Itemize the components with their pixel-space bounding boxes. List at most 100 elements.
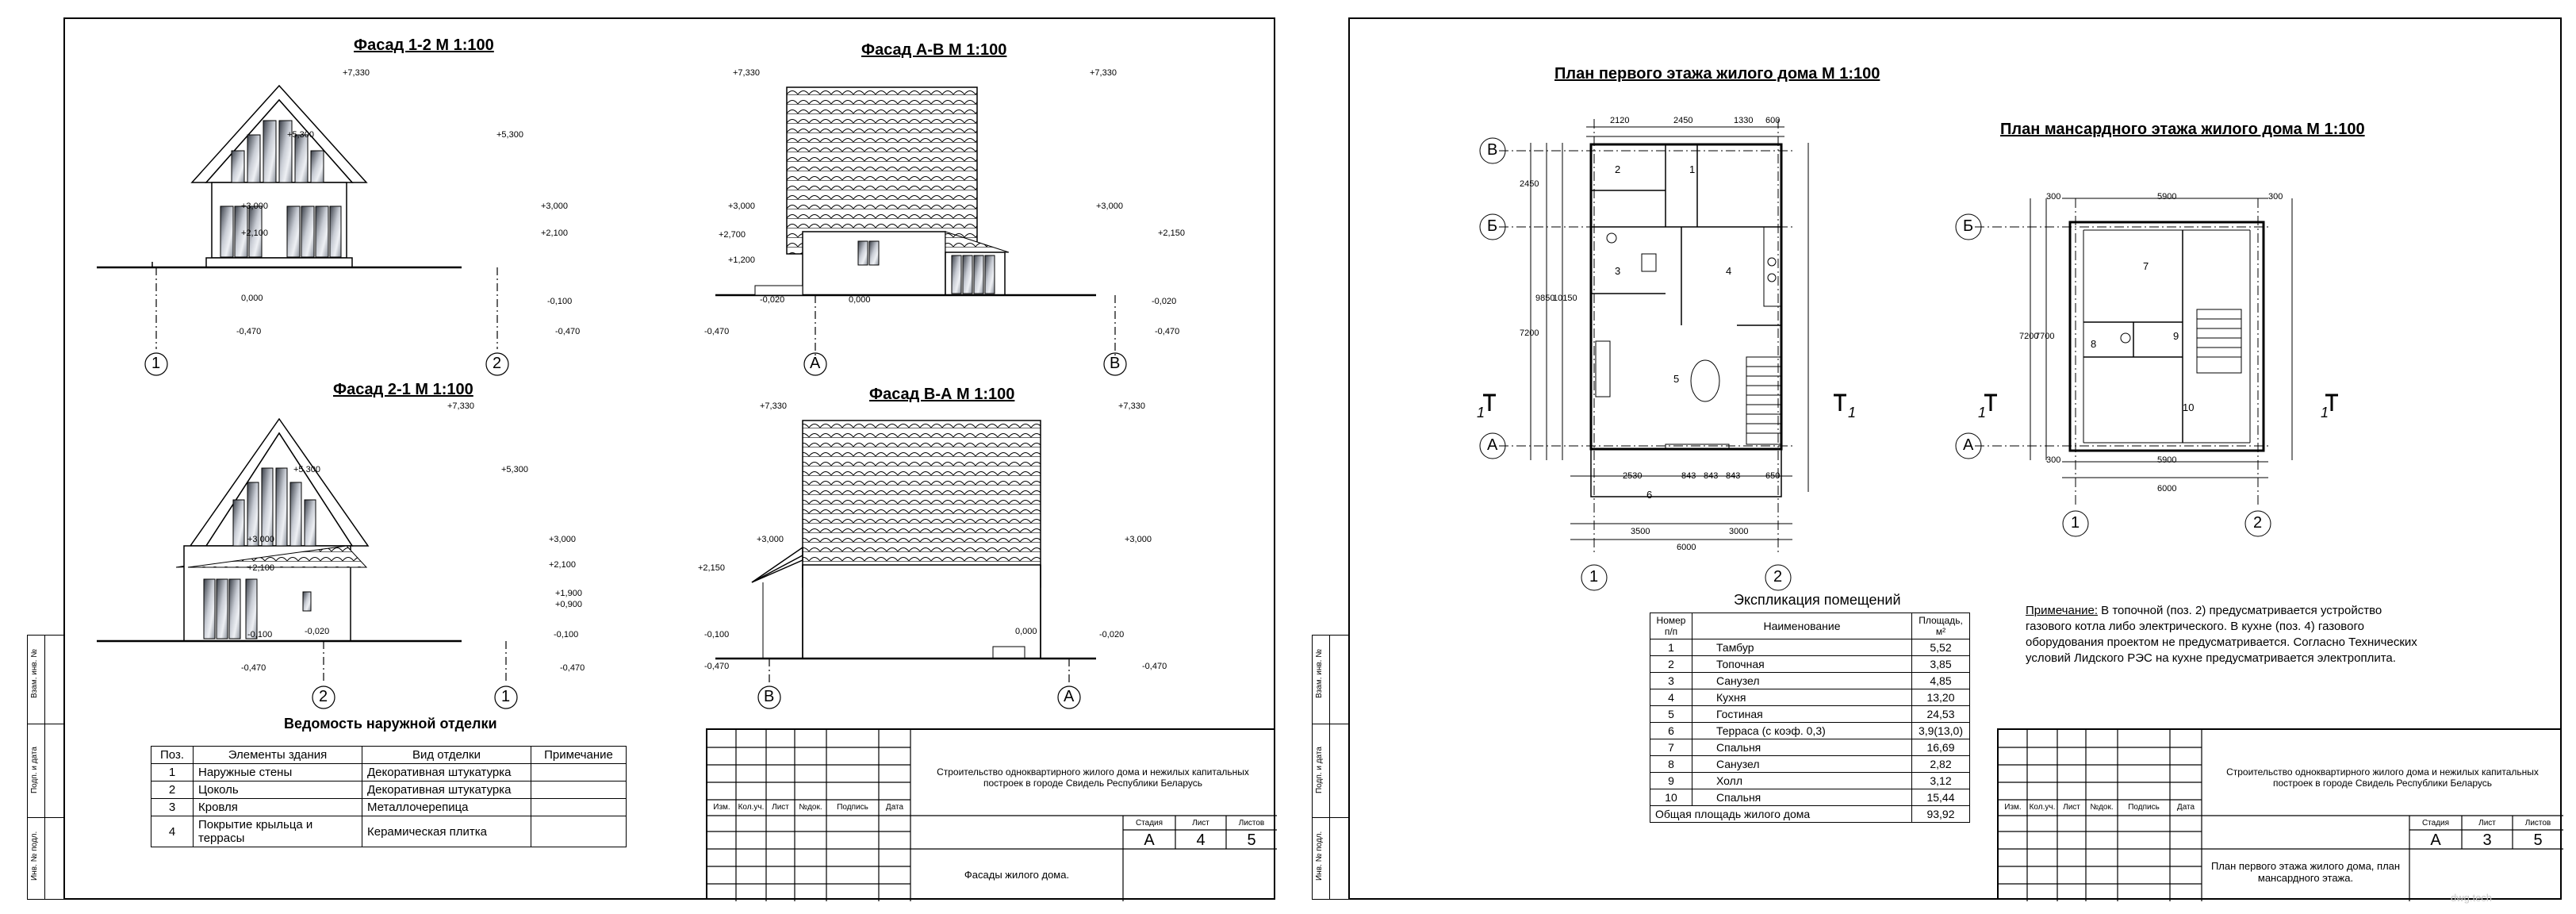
room-number: 1 (1689, 163, 1696, 175)
room-number: 6 (1646, 489, 1653, 501)
room-number: 9 (2173, 330, 2179, 342)
plan2-axis-a: А (1963, 436, 1974, 454)
room-number: 3 (1615, 265, 1621, 277)
level-mark: -0,470 (704, 662, 730, 671)
level-mark: -0,470 (1142, 662, 1167, 671)
level-mark: -0,020 (1099, 630, 1125, 639)
level-mark: +2,150 (698, 563, 725, 573)
level-mark: +7,330 (733, 68, 760, 78)
finish-header: Элементы здания (193, 746, 362, 764)
level-mark: +3,000 (728, 202, 755, 211)
section-mark: 1 (2321, 405, 2329, 421)
table-row: 3 Кровля Металлочерепица (151, 798, 627, 816)
level-mark: +5,300 (501, 465, 528, 474)
level-mark: -0,470 (241, 663, 266, 673)
room-number: 7 (2143, 260, 2149, 272)
level-mark: 0,000 (1015, 627, 1037, 636)
drawing-name: План первого этажа жилого дома, план ман… (2210, 860, 2401, 884)
level-mark: -0,020 (1152, 297, 1177, 306)
level-mark: +5,300 (293, 465, 320, 474)
level-mark: +3,000 (541, 202, 568, 211)
facade-12-title: Фасад 1-2 М 1:100 (354, 36, 494, 54)
plan1-axis-v: В (1487, 141, 1498, 159)
side-label-1: Взам. инв. № (30, 649, 39, 698)
level-mark: +5,300 (287, 130, 314, 140)
side-label-3: Инв. № подл. (30, 831, 39, 881)
axis-f12-1: 1 (151, 355, 161, 372)
level-mark: -0,470 (560, 663, 585, 673)
level-mark: +7,330 (343, 68, 370, 78)
level-mark: +7,330 (1090, 68, 1117, 78)
level-mark: +7,330 (760, 401, 787, 411)
level-mark: +3,000 (549, 535, 576, 544)
level-mark: +0,900 (555, 600, 582, 609)
level-mark: 0,000 (849, 295, 871, 305)
right-side-strip (1312, 635, 1350, 900)
table-row: 4 Покрытие крыльца и террасы Керамическа… (151, 816, 627, 847)
level-mark: +7,330 (1118, 401, 1145, 411)
plan1-title: План первого этажа жилого дома М 1:100 (1554, 65, 1880, 83)
level-mark: +3,000 (757, 535, 784, 544)
facade-ba-title: Фасад В-А М 1:100 (869, 386, 1015, 403)
section-mark: 1 (1848, 405, 1857, 421)
level-mark: +2,100 (247, 563, 274, 573)
level-mark: -0,100 (547, 297, 573, 306)
level-mark: +2,150 (1158, 228, 1185, 238)
right-sheet (1348, 17, 2562, 900)
stage-value: А (1144, 831, 1155, 849)
plan1-axis-b: Б (1487, 217, 1498, 235)
stage-value: А (2430, 831, 2441, 849)
project-name: Строительство одноквартирного жилого дом… (2226, 766, 2539, 789)
facade-21-title: Фасад 2-1 М 1:100 (333, 381, 473, 398)
level-mark: +3,000 (1125, 535, 1152, 544)
facade-ba (715, 420, 1096, 660)
plan1-axis-2: 2 (1773, 568, 1783, 586)
plan1-axis-1: 1 (1589, 568, 1599, 586)
level-mark: +3,000 (241, 202, 268, 211)
sheet-value: 4 (1196, 831, 1206, 849)
facade-12 (97, 84, 462, 269)
level-mark: -0,470 (704, 327, 730, 336)
finish-header: Примечание (531, 746, 627, 764)
level-mark: -0,470 (1155, 327, 1180, 336)
facade-ab-title: Фасад А-В М 1:100 (861, 41, 1007, 59)
level-mark: +5,300 (496, 130, 523, 140)
note-label: Примечание: (2026, 604, 2098, 617)
plan2-axis-2: 2 (2253, 514, 2263, 532)
watermark: dwg.tech (2451, 892, 2493, 904)
axis-f21-1: 1 (501, 688, 511, 705)
sheets-value: 5 (2533, 831, 2543, 849)
level-mark: -0,100 (247, 630, 273, 639)
level-mark: +2,100 (549, 560, 576, 570)
axis-fab-a: А (810, 355, 821, 372)
level-mark: +2,100 (541, 228, 568, 238)
plan2-axis-b: Б (1963, 217, 1974, 235)
finish-header: Поз. (151, 746, 194, 764)
plans-drawing (1479, 119, 2338, 591)
finish-table: Поз. Элементы здания Вид отделки Примеча… (151, 746, 627, 847)
room-number: 5 (1673, 373, 1680, 385)
project-name: Строительство одноквартирного жилого дом… (937, 766, 1249, 789)
level-mark: -0,100 (704, 630, 730, 639)
facade-ab (715, 86, 1096, 297)
plan1-axis-a: А (1487, 436, 1498, 454)
sheet-value: 3 (2482, 831, 2492, 849)
axis-fba-a: А (1064, 688, 1075, 705)
axis-f12-2: 2 (493, 355, 502, 372)
side-label-2: Подп. и дата (30, 747, 39, 793)
room-number: 2 (1615, 163, 1621, 175)
level-mark: 0,000 (241, 294, 263, 303)
side-label-1: Взам. инв. № (1315, 649, 1324, 698)
level-mark: -0,020 (305, 627, 330, 636)
level-mark: -0,100 (554, 630, 579, 639)
level-mark: +2,100 (241, 228, 268, 238)
side-label-3: Инв. № подл. (1315, 831, 1324, 881)
room-number: 8 (2091, 338, 2097, 350)
